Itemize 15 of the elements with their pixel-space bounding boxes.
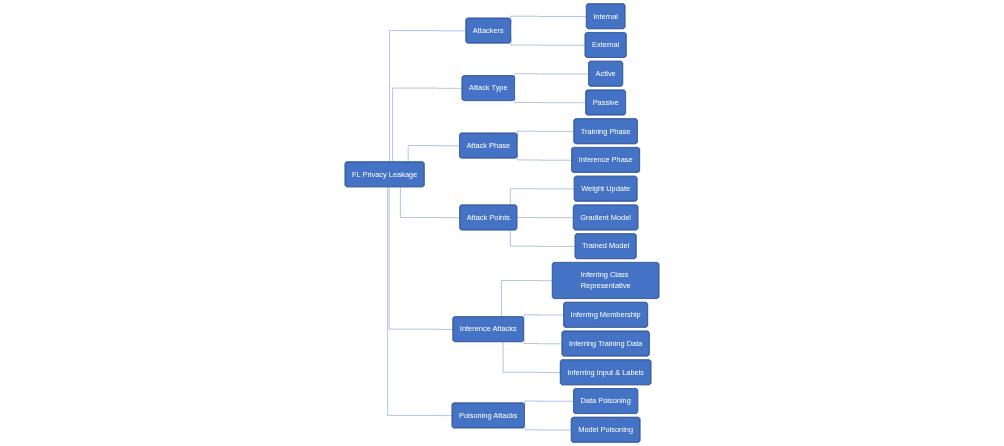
connector xyxy=(510,188,575,206)
connector xyxy=(389,30,467,163)
connector xyxy=(400,186,461,218)
connector xyxy=(524,425,572,431)
connector xyxy=(523,339,563,345)
connector xyxy=(392,87,463,163)
connector xyxy=(523,314,565,320)
connector xyxy=(524,400,575,406)
connector xyxy=(388,186,454,330)
connector xyxy=(407,145,461,163)
connector xyxy=(510,229,576,247)
connector xyxy=(502,341,561,373)
connector xyxy=(501,280,553,318)
connector xyxy=(387,186,453,416)
connector xyxy=(516,217,574,218)
